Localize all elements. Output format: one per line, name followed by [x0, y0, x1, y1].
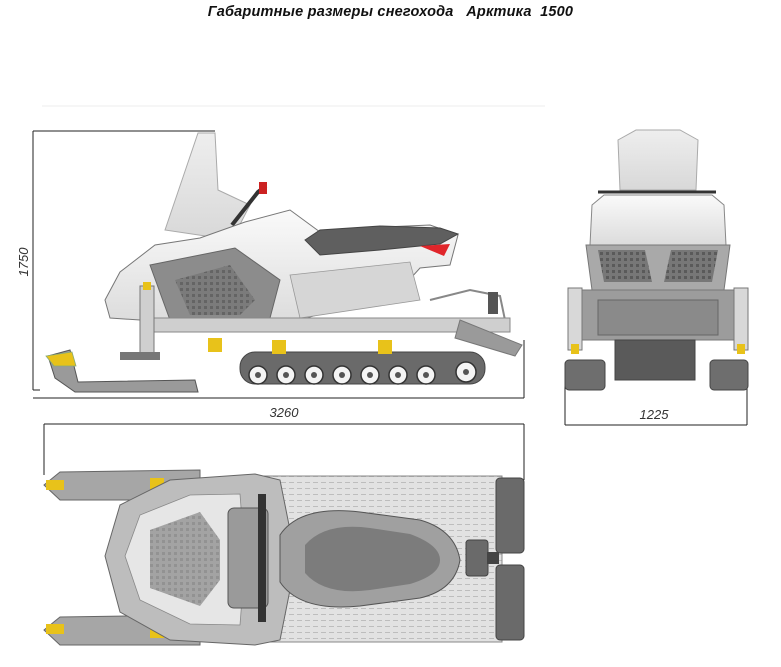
length-dimension-label: 3260: [270, 405, 300, 420]
width-dimension-label: 1225: [640, 407, 670, 422]
height-dimension-label: 1750: [16, 247, 31, 277]
drawing-title: Габаритные размеры снегохода Арктика 150…: [207, 4, 574, 20]
side-view: [32, 130, 525, 399]
front-view: [564, 129, 749, 426]
top-view: [43, 469, 525, 646]
